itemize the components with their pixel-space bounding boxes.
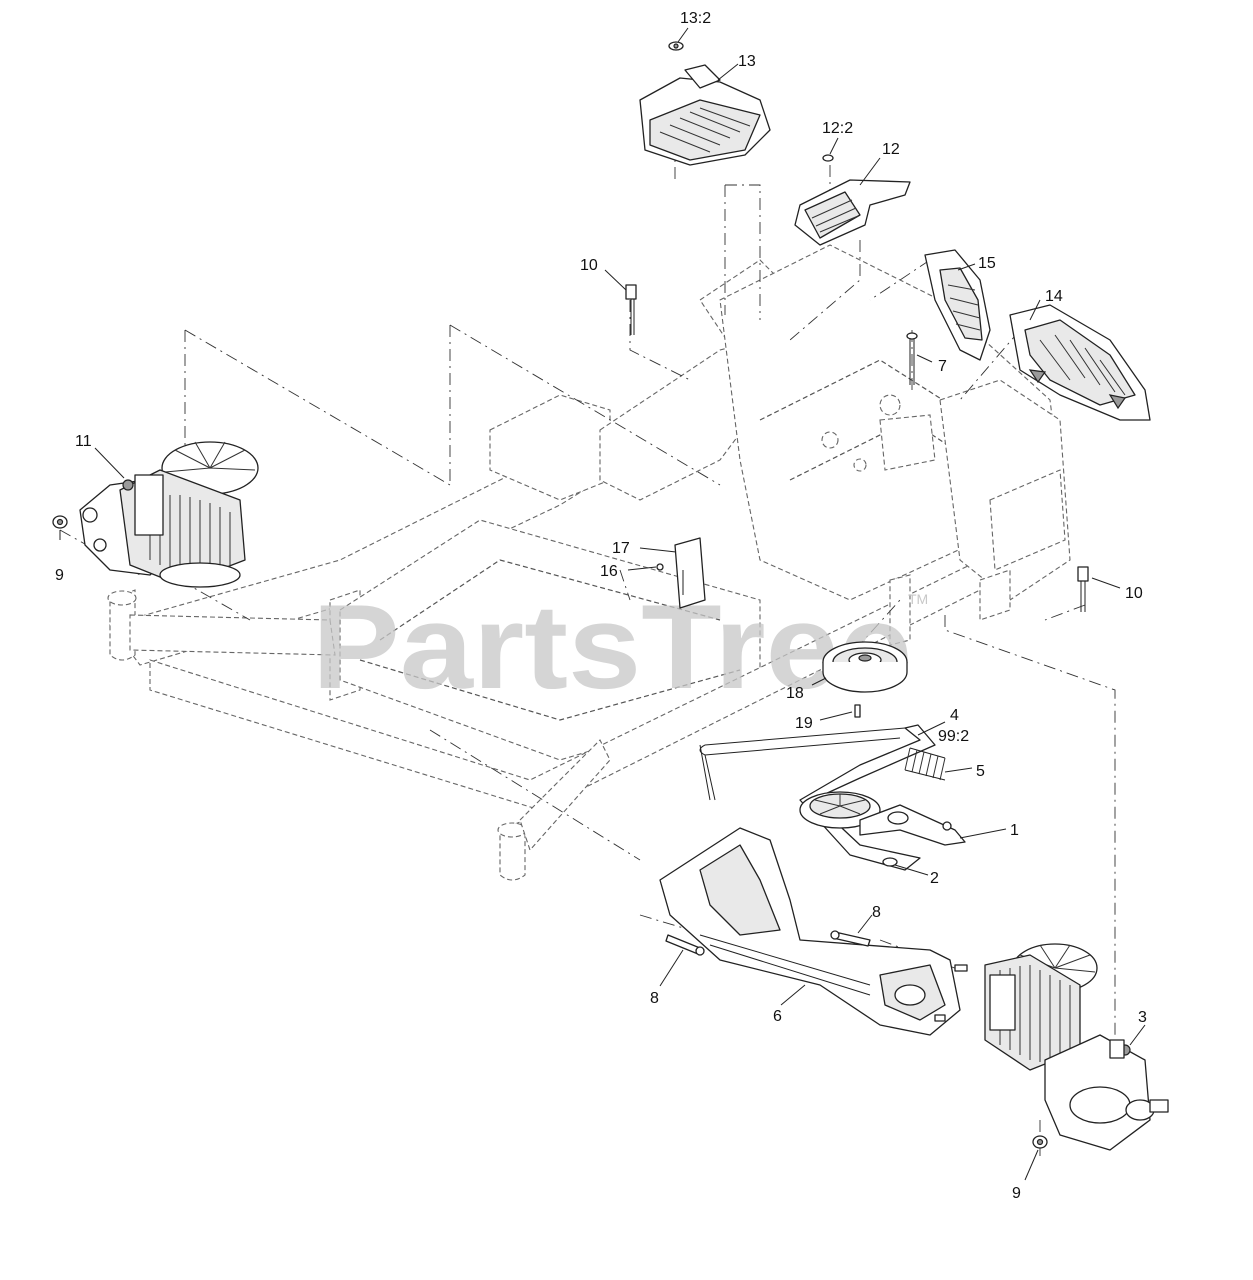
- part-15-shield: [924, 249, 991, 361]
- part-13-2-fastener: [668, 41, 684, 51]
- part-17-plate: [674, 537, 706, 609]
- part-2-washer: [882, 857, 898, 867]
- callout-99-2: 99:2: [938, 728, 969, 745]
- assembly-lines: [59, 95, 1116, 1160]
- callout-9-left: 9: [55, 567, 64, 584]
- part-9-nut-left: [52, 515, 68, 529]
- leader-lines: [59, 27, 1146, 1181]
- bolt-10-upper: [625, 284, 637, 335]
- callout-6: 6: [773, 1008, 782, 1025]
- callout-12: 12: [882, 141, 900, 158]
- callout-17: 17: [612, 540, 630, 557]
- callout-7: 7: [938, 358, 947, 375]
- callout-labels: 13:2 13 12:2 12 10 15 14 7 11 9 17 16 10…: [55, 10, 1147, 1202]
- callout-14: 14: [1045, 288, 1063, 305]
- bolt-7: [906, 332, 918, 385]
- part-19-key: [854, 704, 861, 718]
- part-13-shield: [639, 64, 771, 166]
- callout-10-upper: 10: [580, 257, 598, 274]
- bolt-10-lower: [1077, 566, 1089, 612]
- part-4-belt: [699, 724, 936, 871]
- callout-1: 1: [1010, 822, 1019, 839]
- callout-16: 16: [600, 563, 618, 580]
- part-9-nut-right: [1032, 1135, 1048, 1149]
- callout-19: 19: [795, 715, 813, 732]
- callout-12-2: 12:2: [822, 120, 853, 137]
- callout-8-left: 8: [650, 990, 659, 1007]
- callout-15: 15: [978, 255, 996, 272]
- part-18-pulley: [822, 641, 908, 693]
- callout-10-lower: 10: [1125, 585, 1143, 602]
- part-5-spring: [904, 747, 946, 781]
- watermark-text: PartsTree: [312, 580, 912, 714]
- part-12-shield: [794, 179, 911, 246]
- part-3-transaxle: [984, 943, 1169, 1151]
- part-11-transaxle: [79, 441, 259, 588]
- part-6-mount: [659, 827, 968, 1036]
- part-8-pin-left: [665, 934, 705, 956]
- callout-8-right: 8: [872, 904, 881, 921]
- callout-13-2: 13:2: [680, 10, 711, 27]
- watermark: PartsTree TM: [312, 580, 928, 714]
- callout-2: 2: [930, 870, 939, 887]
- callout-3: 3: [1138, 1009, 1147, 1026]
- part-8-pin-right: [830, 930, 871, 947]
- callout-5: 5: [976, 763, 985, 780]
- callout-4: 4: [950, 707, 959, 724]
- watermark-trademark: TM: [908, 591, 928, 607]
- part-1-idler-arm: [799, 791, 966, 846]
- part-16-screw: [656, 563, 664, 571]
- callout-9-right: 9: [1012, 1185, 1021, 1202]
- callout-13: 13: [738, 53, 756, 70]
- callout-18: 18: [786, 685, 804, 702]
- main-frame: [107, 244, 1071, 881]
- callout-11: 11: [75, 433, 92, 450]
- part-12-2-fastener: [822, 154, 834, 162]
- part-14-shield: [1009, 304, 1151, 421]
